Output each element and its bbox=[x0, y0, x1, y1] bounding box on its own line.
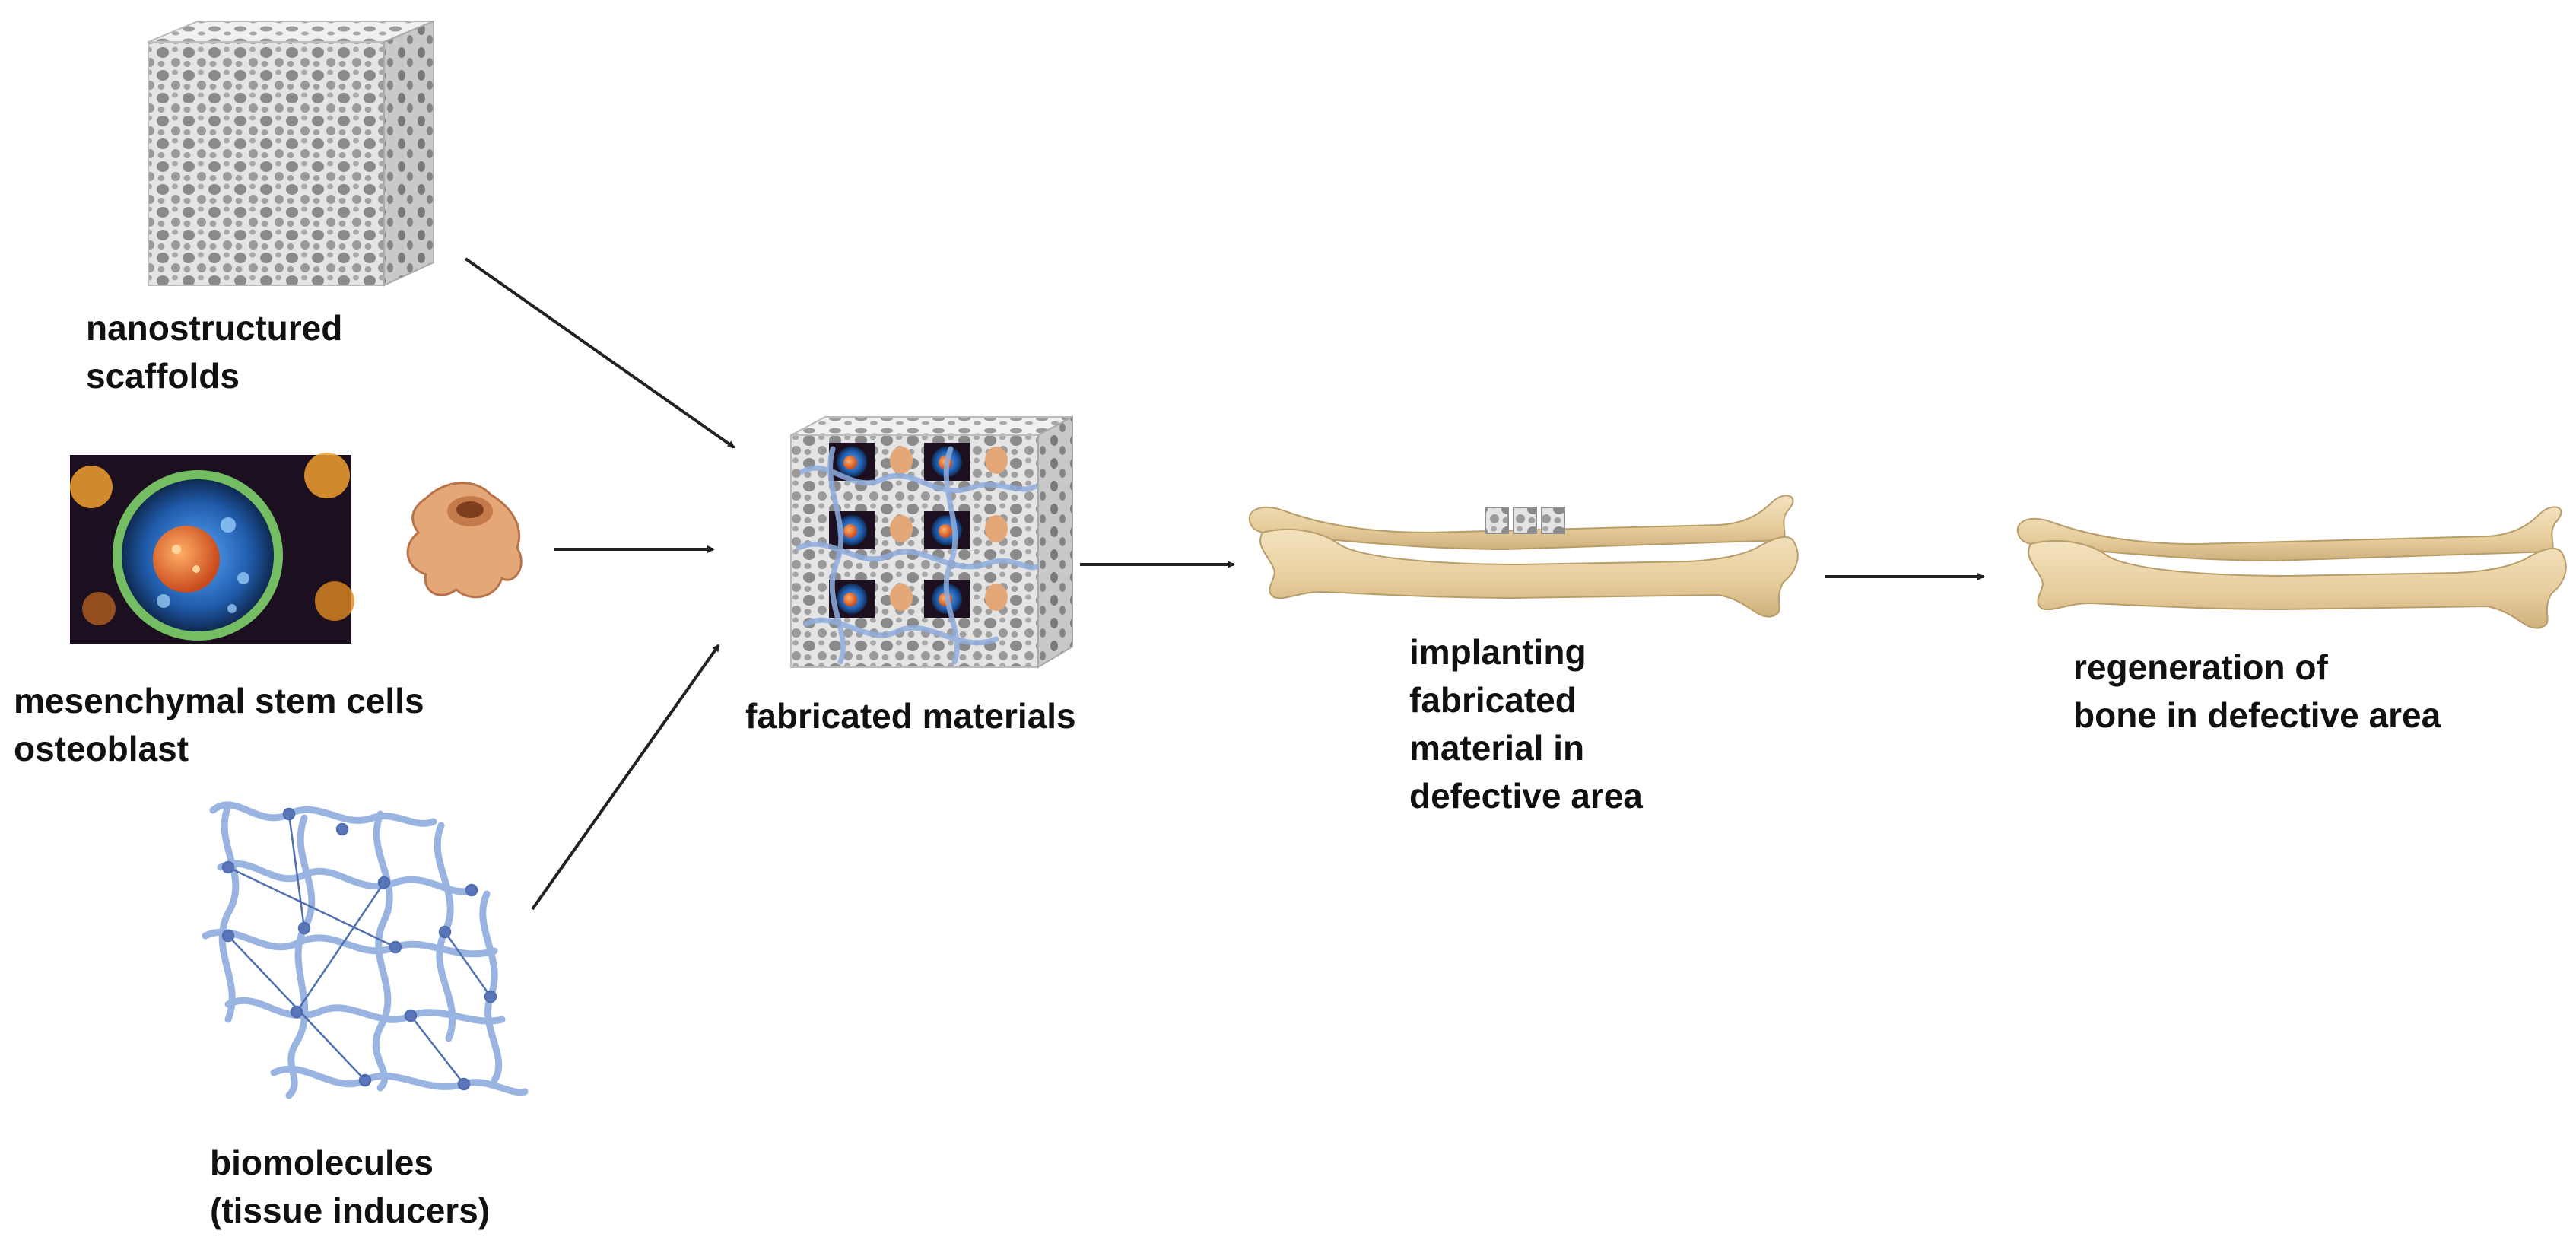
scaffold-implant-blocks bbox=[1485, 507, 1565, 534]
embedded-cell-tiles bbox=[829, 443, 1008, 618]
fabricated-materials-label-line-1: fabricated materials bbox=[745, 696, 1076, 736]
biomolecules-label-line-2: (tissue inducers) bbox=[210, 1191, 491, 1230]
stem-cell-icon bbox=[70, 453, 354, 644]
implanted-bone-icon bbox=[1248, 495, 1799, 618]
implanting-label-line-4: defective area bbox=[1409, 776, 1643, 816]
biomolecules-label-line-1: biomolecules bbox=[210, 1143, 434, 1182]
embedded-biomolecule-strands bbox=[796, 446, 1039, 665]
porous-scaffold-cube-icon bbox=[148, 20, 434, 287]
scaffolds-label: nanostructured scaffolds bbox=[86, 304, 342, 400]
regeneration-label-line-2: bone in defective area bbox=[2073, 695, 2441, 735]
osteoblast-cell-icon bbox=[406, 482, 523, 599]
implanting-label-line-2: fabricated bbox=[1409, 680, 1577, 720]
fabricated-material-cube-icon bbox=[790, 415, 1073, 669]
arrow-biomolecules-to-fabricated bbox=[531, 644, 720, 911]
implanting-label-line-1: implanting bbox=[1409, 632, 1587, 672]
cells-label-line-2: osteoblast bbox=[14, 729, 189, 768]
fabricated-materials-label: fabricated materials bbox=[745, 692, 1076, 740]
biomolecule-network-nodes bbox=[221, 807, 497, 1091]
implanting-label: implanting fabricated material in defect… bbox=[1409, 628, 1643, 820]
scaffolds-label-line-2: scaffolds bbox=[86, 356, 240, 396]
cells-label-line-1: mesenchymal stem cells bbox=[14, 681, 424, 720]
flow-arrows bbox=[464, 257, 1985, 911]
regeneration-label-line-1: regeneration of bbox=[2073, 647, 2328, 687]
implanting-label-line-3: material in bbox=[1409, 728, 1585, 768]
arrow-scaffold-to-fabricated bbox=[464, 257, 735, 449]
regenerated-bone-icon bbox=[2016, 506, 2567, 629]
cells-label: mesenchymal stem cells osteoblast bbox=[14, 677, 424, 773]
biomolecules-label: biomolecules (tissue inducers) bbox=[210, 1139, 490, 1235]
regeneration-label: regeneration of bone in defective area bbox=[2073, 644, 2441, 739]
scaffolds-label-line-1: nanostructured bbox=[86, 308, 343, 348]
biomolecule-network-icon bbox=[202, 801, 529, 1099]
